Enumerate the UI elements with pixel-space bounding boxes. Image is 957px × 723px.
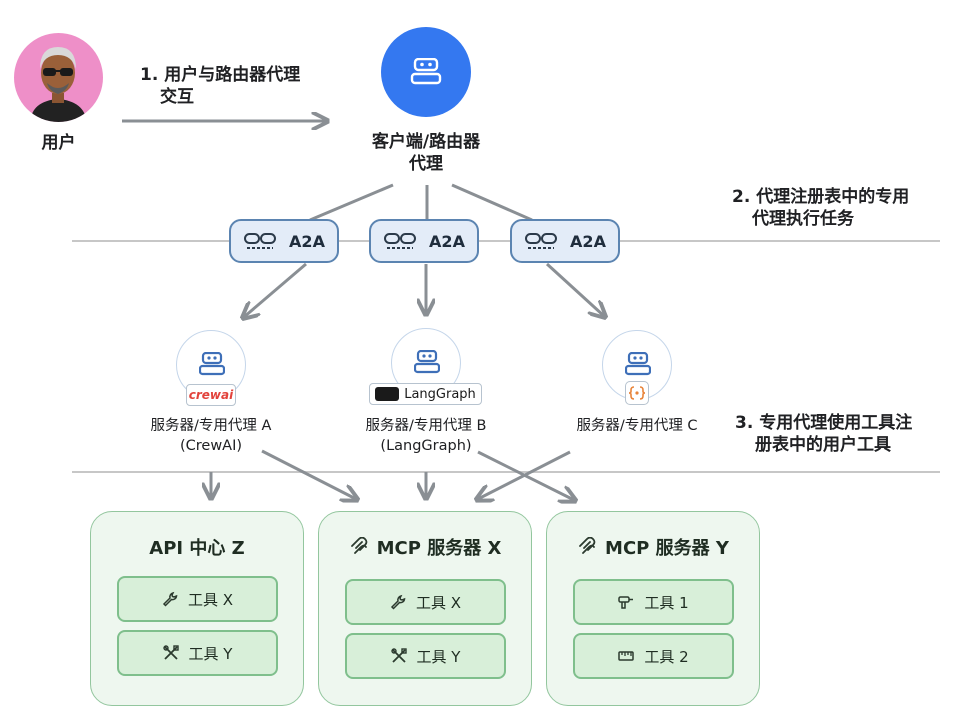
tool-x-card: 工具 X xyxy=(117,576,278,622)
ruler-icon xyxy=(618,651,635,661)
arrow-a2a-to-agent-a xyxy=(244,262,307,317)
step-2-text: 2. 代理注册表中的专用 代理执行任务 xyxy=(732,186,947,230)
mcp-server-y-title: MCP 服务器 Y xyxy=(547,534,759,560)
router-agent-circle xyxy=(381,27,471,117)
arrow-a2a-to-agent-c xyxy=(545,262,604,316)
agent-a-label: 服务器/专用代理 A (CrewAI) xyxy=(126,416,296,456)
step-1-line-2: 交互 xyxy=(160,87,194,107)
step-2-line-2: 代理执行任务 xyxy=(752,209,854,229)
step-1-line-1: 1. 用户与路由器代理 xyxy=(140,65,301,85)
mcp-logo-icon xyxy=(350,537,368,554)
link-icon xyxy=(244,233,277,249)
mcp-server-x-panel: MCP 服务器 X 工具 X 工具 Y xyxy=(318,511,532,706)
api-hub-z-title: API 中心 Z xyxy=(91,534,303,560)
router-label-line-2: 代理 xyxy=(409,154,443,174)
tool-y-card: 工具 Y xyxy=(345,633,506,679)
tool-2-card: 工具 2 xyxy=(573,633,734,679)
tool-x-card: 工具 X xyxy=(345,579,506,625)
langgraph-badge-text: LangGraph xyxy=(404,386,476,402)
group-title-text: MCP 服务器 Y xyxy=(605,538,729,559)
agent-a-label-line-1: 服务器/专用代理 A xyxy=(150,418,272,434)
line-router-to-a2a-1 xyxy=(309,183,394,222)
a2a-label: A2A xyxy=(289,231,325,251)
langgraph-icon xyxy=(375,387,400,401)
arrow-agent-c-to-mcp-x xyxy=(478,450,571,499)
tool-label: 工具 Y xyxy=(416,647,461,666)
framework-logo-badge xyxy=(625,381,649,405)
api-hub-z-panel: API 中心 Z 工具 X 工具 Y xyxy=(90,511,304,706)
link-icon xyxy=(525,233,558,249)
user-avatar xyxy=(14,33,103,122)
step-1-text: 1. 用户与路由器代理 交互 xyxy=(140,64,340,108)
crossed-tools-icon xyxy=(162,645,179,660)
drill-icon xyxy=(618,596,634,609)
robot-icon xyxy=(199,352,225,376)
mcp-server-y-panel: MCP 服务器 Y 工具 1 工具 2 xyxy=(546,511,760,706)
agent-c-label-line-1: 服务器/专用代理 C xyxy=(576,418,698,434)
tool-label: 工具 Y xyxy=(188,644,233,663)
agent-b-label-line-2: (LangGraph) xyxy=(380,438,472,454)
crewai-logo-badge: crewai xyxy=(186,384,236,406)
robot-icon xyxy=(414,350,440,374)
a2a-box-2: A2A xyxy=(369,219,479,263)
mcp-server-x-title: MCP 服务器 X xyxy=(319,534,531,560)
step-3-line-1: 3. 专用代理使用工具注 xyxy=(735,413,913,433)
robot-icon xyxy=(410,58,442,85)
tool-label: 工具 1 xyxy=(644,593,689,612)
group-title-text: API 中心 Z xyxy=(149,538,245,559)
tool-label: 工具 X xyxy=(415,593,462,612)
agent-b-label-line-1: 服务器/专用代理 B xyxy=(365,418,487,434)
arrow-agent-a-to-mcp-x xyxy=(261,449,356,499)
router-label: 客户端/路由器 代理 xyxy=(326,131,526,175)
agent-b-label: 服务器/专用代理 B (LangGraph) xyxy=(341,416,511,456)
agent-a-label-line-2: (CrewAI) xyxy=(179,438,243,454)
crossed-tools-icon xyxy=(390,648,407,663)
wrench-icon xyxy=(390,594,406,610)
line-router-to-a2a-3 xyxy=(451,183,533,222)
link-icon xyxy=(384,233,417,249)
a2a-box-1: A2A xyxy=(229,219,339,263)
tool-label: 工具 X xyxy=(187,590,234,609)
group-title-text: MCP 服务器 X xyxy=(376,538,502,559)
code-braces-icon xyxy=(629,386,645,400)
step-2-line-1: 2. 代理注册表中的专用 xyxy=(732,187,910,207)
step-3-line-2: 册表中的用户工具 xyxy=(755,435,891,455)
mcp-logo-icon xyxy=(579,537,596,554)
router-label-line-1: 客户端/路由器 xyxy=(371,132,481,152)
step-3-text: 3. 专用代理使用工具注 册表中的用户工具 xyxy=(735,412,950,456)
agent-c-label: 服务器/专用代理 C xyxy=(552,416,722,436)
wrench-icon xyxy=(162,591,178,607)
tool-y-card: 工具 Y xyxy=(117,630,278,676)
langgraph-logo-badge: LangGraph xyxy=(369,383,482,405)
robot-icon xyxy=(625,352,651,376)
tool-label: 工具 2 xyxy=(644,647,689,666)
a2a-box-3: A2A xyxy=(510,219,620,263)
a2a-label: A2A xyxy=(429,231,465,251)
user-label: 用户 xyxy=(41,133,76,153)
tool-1-card: 工具 1 xyxy=(573,579,734,625)
a2a-label: A2A xyxy=(570,231,606,251)
